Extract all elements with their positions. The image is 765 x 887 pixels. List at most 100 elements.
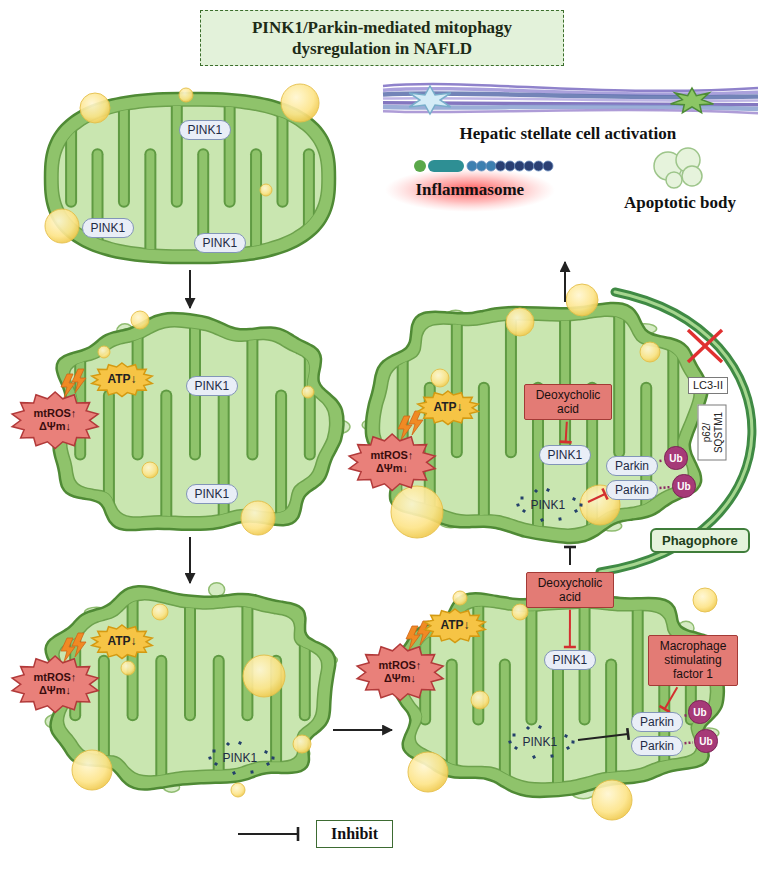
pink1-fragment (526, 726, 530, 730)
crista (305, 154, 313, 263)
protein-pill: PINK1 (544, 650, 597, 670)
crista (501, 665, 509, 790)
mitochondrion (362, 303, 714, 543)
apoptotic-vesicle (666, 172, 682, 188)
crista-edge (478, 388, 490, 535)
flow-arrow (333, 729, 392, 731)
lipid-droplet (293, 735, 311, 753)
lipid-droplet (243, 655, 285, 697)
crista-edge (613, 305, 625, 452)
mitochondrion (388, 586, 724, 799)
inhibition-line (566, 422, 567, 442)
pink1-fragment (208, 756, 212, 760)
crista-edge (299, 591, 311, 715)
burst-outline (92, 363, 152, 397)
node-text: PINK1 (195, 487, 230, 501)
crista (634, 594, 642, 719)
crista (215, 661, 223, 785)
caspase-bead (467, 161, 477, 171)
quiescent-stellate-cell (409, 86, 451, 114)
lipid-droplet (391, 486, 443, 538)
pink1-fragment (516, 503, 520, 507)
lipid-droplet (231, 783, 245, 797)
node-text: Ub (699, 736, 712, 747)
crista (186, 591, 194, 715)
panel-label: Inflammasome (416, 180, 525, 200)
crista (94, 154, 102, 263)
pink1-fragment (572, 497, 576, 501)
collagen-fibre (383, 107, 758, 109)
inhibitor-box: Deoxycholic acid (524, 384, 612, 421)
pink1-fragment (226, 742, 230, 746)
crista-edge (667, 305, 679, 452)
crista-edge (250, 154, 262, 263)
inflammasome-glow (385, 168, 555, 212)
ubiquitin-chain (660, 459, 664, 462)
pink1-fragment (532, 755, 536, 759)
node-text: ATP↓ (107, 373, 136, 387)
crista (157, 661, 165, 785)
node-text: Parkin (640, 715, 674, 729)
node-text: mtROS↑ ΔΨm↓ (34, 671, 77, 696)
pink1-fragment (266, 762, 270, 766)
lipid-droplet (693, 588, 717, 612)
node-text: ATP↓ (107, 635, 136, 649)
apoptotic-vesicle (682, 166, 702, 186)
title-box: PINK1/Parkin-mediated mitophagy dysregul… (200, 10, 564, 67)
caspase-bead (496, 161, 506, 171)
node-text: Deoxycholic acid (529, 388, 607, 417)
node-text: Deoxycholic acid (531, 576, 609, 605)
sample-line (238, 833, 298, 835)
pink1-fragment (514, 746, 518, 750)
node-text: Macrophage stimulating factor 1 (653, 639, 733, 682)
lipid-droplet (45, 209, 79, 243)
node-text: Ub (669, 453, 682, 464)
inhibition-line (569, 610, 571, 647)
crista (220, 396, 228, 530)
node-text: Parkin (640, 739, 674, 753)
caspase-bead (505, 161, 515, 171)
pink1-fragment (521, 497, 524, 500)
crista (226, 93, 234, 202)
lipid-droplet (152, 604, 168, 620)
lipid-droplet (640, 342, 660, 362)
legend-entry: Inhibit (236, 820, 393, 848)
sample-bar (297, 827, 300, 841)
crista-edge (224, 93, 236, 202)
crista-edge (241, 591, 253, 715)
crista-edge (499, 665, 511, 790)
pink1-fragment (534, 489, 538, 493)
ubiquitin-circle: Ub (672, 474, 695, 497)
crista-edge (552, 665, 564, 790)
node-text: LC3-II (693, 379, 723, 392)
crista-edge (65, 93, 77, 202)
burst-outline (12, 656, 98, 713)
burst-outline (357, 644, 443, 701)
ros-burst: mtROS↑ ΔΨm↓ (11, 656, 99, 713)
caspase-bead (515, 161, 525, 171)
pink1-fragment (238, 741, 242, 745)
lipid-droplet (179, 88, 193, 102)
pink1-fragment (232, 771, 236, 775)
lightning-bolt (409, 411, 423, 435)
lightning-bolt (72, 369, 86, 393)
protein-pill: Parkin (606, 456, 658, 476)
panel-label: Apoptotic body (624, 193, 736, 213)
ubiquitin-circle: Ub (688, 700, 711, 723)
pink1-fragment (540, 518, 544, 522)
pink1-fragment (213, 750, 216, 753)
protein-pill: PINK1 (82, 218, 135, 238)
atp-burst: ATP↓ (424, 609, 486, 643)
crista (607, 665, 615, 790)
crista-edge (218, 396, 230, 530)
crista (146, 154, 154, 263)
fragment-label: PINK1 (523, 735, 558, 749)
caspase-bead (486, 161, 496, 171)
crista (162, 396, 170, 530)
node-text: mtROS↑ ΔΨm↓ (371, 449, 414, 474)
lipid-droplet (80, 93, 110, 123)
sensor-domain (414, 160, 426, 172)
legend-text: Inhibit (316, 820, 393, 848)
lipid-droplet (408, 752, 448, 792)
